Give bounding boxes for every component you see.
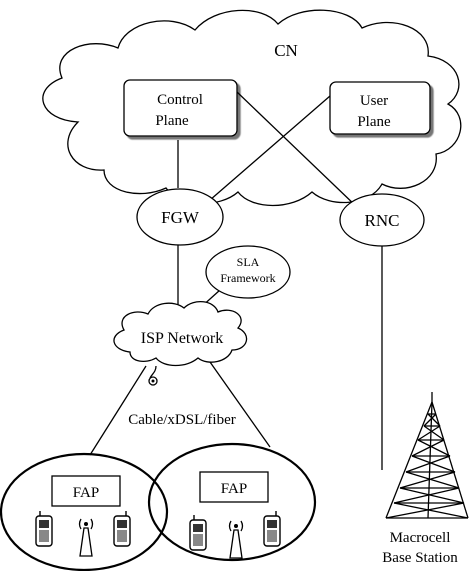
control-plane-box <box>123 79 238 137</box>
user-plane-to-fgw-line <box>209 95 331 201</box>
cn-label: CN <box>274 41 298 60</box>
isp-to-right-cell-line <box>209 361 271 448</box>
sla-label-line1: SLA <box>237 255 260 269</box>
macrocell-label-line1: Macrocell <box>390 530 451 546</box>
control-plane-to-rnc-line <box>236 91 359 209</box>
user-plane-label-line1: User <box>360 93 388 109</box>
left-fap-label: FAP <box>73 485 99 501</box>
link-type-label: Cable/xDSL/fiber <box>128 412 235 428</box>
mobile-phone-icon <box>263 511 281 547</box>
right-fap-label: FAP <box>221 481 247 497</box>
isp-network-label: ISP Network <box>141 330 224 347</box>
transmission-tower-icon <box>385 392 469 519</box>
mobile-phone-icon <box>113 511 131 547</box>
mobile-phone-icon <box>35 511 53 547</box>
modem-icon <box>148 365 158 386</box>
fgw-label: FGW <box>161 208 200 227</box>
right-femtocell-coverage <box>147 442 317 562</box>
left-fap-box <box>51 475 121 507</box>
isp-network-cloud-icon <box>113 301 248 367</box>
mobile-phone-icon <box>189 515 207 551</box>
control-plane-label-line1: Control <box>157 92 203 108</box>
rnc-label: RNC <box>365 211 400 230</box>
user-plane-label-line2: Plane <box>357 114 391 130</box>
antenna-icon <box>78 518 94 557</box>
fgw-node <box>136 188 224 246</box>
antenna-icon <box>228 520 244 559</box>
macrocell-label-line2: Base Station <box>382 550 458 566</box>
sla-framework-node <box>205 245 291 299</box>
user-plane-box <box>329 81 431 135</box>
control-plane-label-line2: Plane <box>155 113 189 129</box>
sla-label-line2: Framework <box>220 271 275 285</box>
rnc-node <box>339 193 425 247</box>
right-fap-box <box>199 471 269 503</box>
left-femtocell-coverage <box>0 452 169 571</box>
isp-to-left-cell-line <box>89 365 147 456</box>
